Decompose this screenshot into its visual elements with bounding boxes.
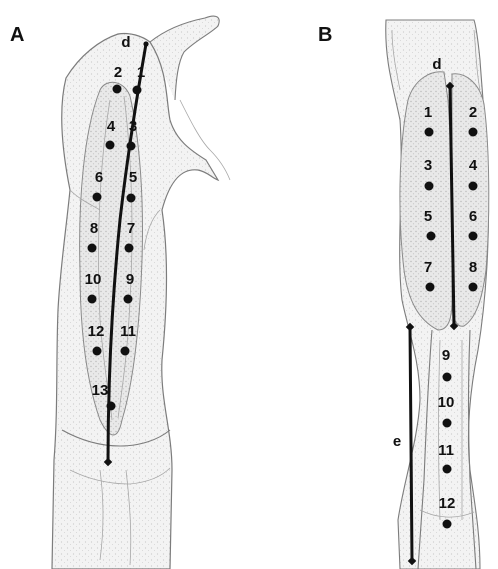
- point-marker: [125, 244, 134, 253]
- panel-a-illustration: [52, 16, 230, 569]
- point-label: 8: [469, 259, 477, 276]
- point-label: 4: [107, 118, 116, 135]
- line-label-d-b: d: [432, 56, 441, 73]
- point-label: 9: [126, 271, 134, 288]
- point-label: 12: [88, 323, 105, 340]
- point-label: 10: [85, 271, 102, 288]
- point-marker: [443, 373, 452, 382]
- point-marker: [88, 295, 97, 304]
- line-end-top: [143, 41, 148, 46]
- point-marker: [425, 128, 434, 137]
- point-label: 1: [424, 104, 432, 121]
- point-label: 13: [92, 382, 109, 399]
- point-marker: [106, 141, 115, 150]
- point-marker: [127, 142, 136, 151]
- point-marker: [469, 232, 478, 241]
- point-label: 3: [424, 157, 432, 174]
- panel-label-b: B: [318, 24, 332, 46]
- point-marker: [121, 347, 130, 356]
- point-marker: [93, 193, 102, 202]
- point-label: 7: [127, 220, 135, 237]
- point-marker: [469, 283, 478, 292]
- point-marker: [426, 283, 435, 292]
- point-marker: [425, 182, 434, 191]
- point-label: 9: [442, 347, 450, 364]
- point-marker: [133, 86, 142, 95]
- point-marker: [124, 295, 133, 304]
- point-label: 7: [424, 259, 432, 276]
- point-label: 5: [424, 208, 432, 225]
- point-label: 4: [469, 157, 478, 174]
- point-label: 6: [469, 208, 477, 225]
- point-marker: [107, 402, 116, 411]
- panel-b-illustration: [386, 20, 489, 569]
- point-label: 5: [129, 169, 137, 186]
- point-label: 10: [438, 394, 455, 411]
- point-label: 3: [129, 118, 137, 135]
- point-marker: [88, 244, 97, 253]
- point-marker: [443, 419, 452, 428]
- point-label: 6: [95, 169, 103, 186]
- point-label: 2: [114, 64, 122, 81]
- point-marker: [443, 465, 452, 474]
- point-label: 8: [90, 220, 98, 237]
- point-marker: [93, 347, 102, 356]
- point-marker: [113, 85, 122, 94]
- line-label-d-a: d: [121, 34, 130, 51]
- point-label: 1: [137, 64, 145, 81]
- point-label: 12: [439, 495, 456, 512]
- point-label: 11: [120, 323, 136, 340]
- line-label-e: e: [393, 433, 401, 450]
- point-label: 2: [469, 104, 477, 121]
- point-marker: [427, 232, 436, 241]
- point-marker: [469, 128, 478, 137]
- point-marker: [443, 520, 452, 529]
- point-marker: [127, 194, 136, 203]
- measurement-line-e: [410, 327, 412, 561]
- panel-label-a: A: [10, 24, 24, 46]
- point-marker: [469, 182, 478, 191]
- point-label: 11: [438, 442, 454, 459]
